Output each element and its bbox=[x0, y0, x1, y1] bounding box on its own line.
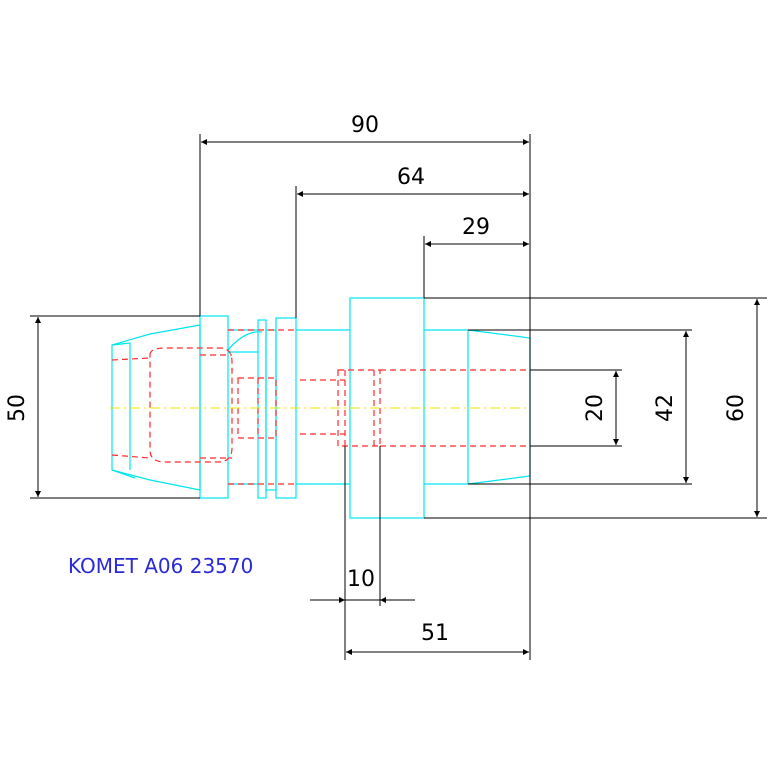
dim-10-label: 10 bbox=[347, 567, 375, 592]
hidden-lines bbox=[111, 329, 530, 485]
dim-42-label: 42 bbox=[653, 394, 678, 422]
dim-50-label: 50 bbox=[5, 394, 30, 422]
dim-51-label: 51 bbox=[421, 621, 449, 646]
dim-64-label: 64 bbox=[397, 165, 425, 190]
dim-29-label: 29 bbox=[462, 215, 490, 240]
dim-60-label: 60 bbox=[724, 394, 749, 422]
dimension-lines bbox=[35, 139, 760, 655]
dim-20-label: 20 bbox=[583, 394, 608, 422]
dim-90-label: 90 bbox=[351, 113, 379, 138]
dimension-labels: 90 64 29 50 20 42 60 10 51 bbox=[5, 113, 749, 646]
extension-lines bbox=[30, 134, 767, 660]
part-number-caption: KOMET A06 23570 bbox=[68, 554, 253, 578]
